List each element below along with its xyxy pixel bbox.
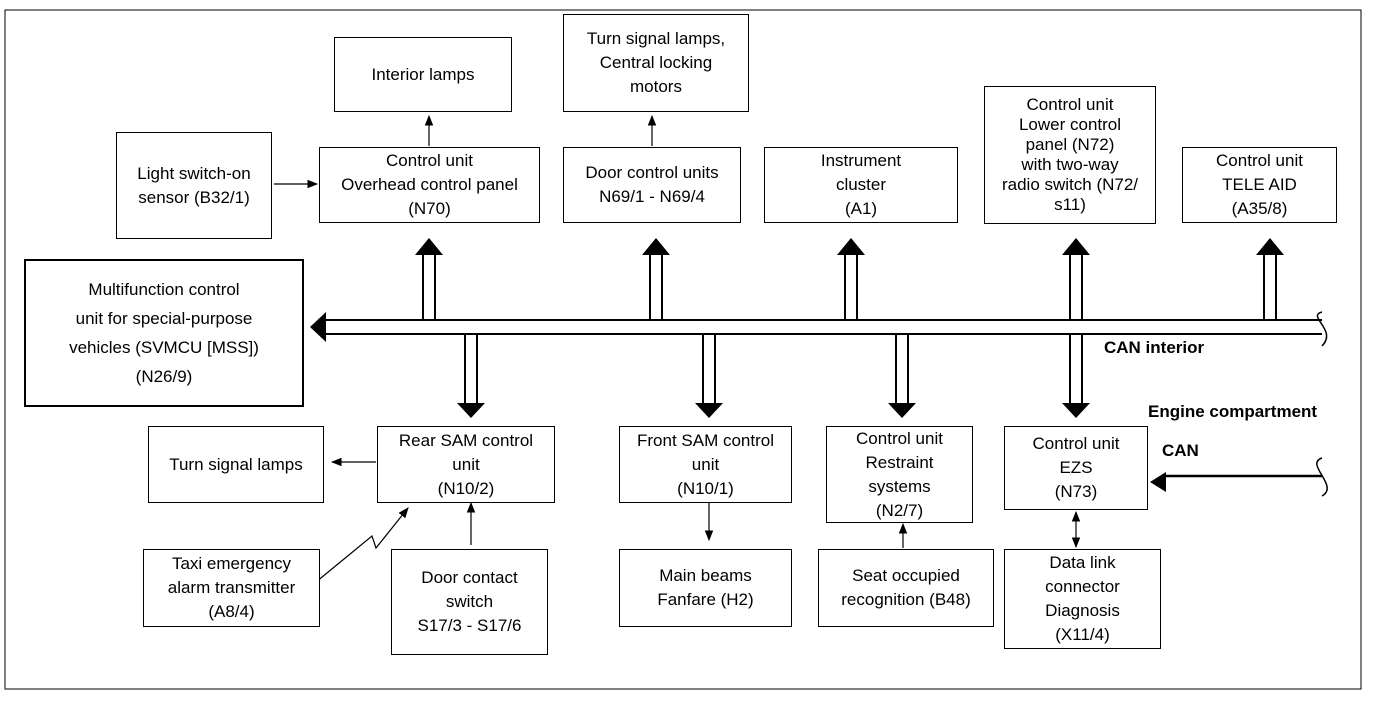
taxi-alarm-line3: (A8/4) (208, 602, 255, 621)
bus-up-connectors (422, 255, 1277, 320)
interior-lamps-box: Interior lamps (334, 37, 512, 112)
door-control-units-line2: N69/1 - N69/4 (599, 187, 705, 206)
lower-control-panel-line6: s11) (1054, 195, 1086, 214)
door-contact-switch-box: Door contact switch S17/3 - S17/6 (391, 549, 548, 655)
engine-can-arrow (1150, 472, 1166, 492)
lower-control-panel-line5: radio switch (N72/ (1001, 175, 1139, 194)
ezs-line1: Control unit (1032, 434, 1120, 453)
interior-lamps-line1: Interior lamps (371, 64, 475, 84)
instrument-cluster-line1: Instrument (820, 151, 902, 170)
instrument-cluster-box: Instrument cluster (A1) (764, 147, 958, 223)
data-link-connector-line1: Data link (1049, 553, 1116, 572)
light-switch-sensor-line2: sensor (B32/1) (138, 187, 250, 207)
seat-occupied-box: Seat occupied recognition (B48) (818, 549, 994, 627)
turn-signal-central-locking-line3: motors (630, 77, 682, 96)
can-interior-label: CAN interior (1104, 338, 1205, 357)
lower-control-panel-line1: Control unit (1026, 95, 1114, 114)
main-beams-box: Main beams Fanfare (H2) (619, 549, 792, 627)
light-switch-sensor-box: Light switch-on sensor (B32/1) (116, 132, 272, 239)
engine-can-line (1166, 457, 1328, 497)
door-contact-switch-line1: Door contact (421, 568, 518, 587)
door-control-units-box: Door control units N69/1 - N69/4 (563, 147, 741, 223)
seat-occupied-line2: recognition (B48) (841, 590, 971, 609)
main-beams-line2: Fanfare (H2) (657, 590, 754, 609)
front-sam-line2: unit (691, 454, 720, 474)
rear-sam-line1: Rear SAM control (398, 430, 534, 450)
multifunction-control-unit-line4: (N26/9) (135, 367, 193, 386)
rear-sam-box: Rear SAM control unit (N10/2) (377, 426, 555, 503)
turn-signal-central-locking-line1: Turn signal lamps, (586, 29, 726, 48)
multifunction-control-unit-box: Multifunction control unit for special-p… (24, 259, 304, 407)
multifunction-control-unit-line2: unit for special-purpose (75, 309, 253, 328)
overhead-control-panel-line1: Control unit (386, 151, 473, 170)
lower-control-panel-box: Control unit Lower control panel (N72) w… (984, 86, 1156, 224)
main-beams-line1: Main beams (659, 566, 752, 585)
bus-arrow-multifunction (310, 312, 326, 342)
rear-sam-line3: (N10/2) (437, 478, 495, 498)
ezs-line3: (N73) (1054, 482, 1098, 501)
turn-signal-lamps-line1: Turn signal lamps (169, 454, 303, 474)
can-interior-bus (326, 311, 1328, 347)
door-contact-switch-line2: switch (445, 592, 494, 611)
taxi-alarm-line1: Taxi emergency (171, 554, 292, 573)
ezs-box: Control unit EZS (N73) (1004, 426, 1148, 510)
lower-control-panel-line3: panel (N72) (1025, 135, 1115, 154)
light-switch-sensor-line1: Light switch-on (137, 163, 251, 183)
bus-down-connectors (464, 334, 1083, 403)
tele-aid-box: Control unit TELE AID (A35/8) (1182, 147, 1337, 223)
multifunction-control-unit-line3: vehicles (SVMCU [MSS]) (69, 338, 259, 357)
signal-arrows (274, 114, 1081, 583)
lower-control-panel-line4: with two-way (1021, 155, 1119, 174)
data-link-connector-line2: connector (1045, 577, 1120, 596)
overhead-control-panel-box: Control unit Overhead control panel (N70… (319, 147, 540, 223)
rear-sam-line2: unit (452, 454, 480, 474)
restraint-systems-line3: systems (868, 476, 931, 496)
door-contact-switch-line3: S17/3 - S17/6 (417, 616, 522, 635)
lower-control-panel-line2: Lower control (1018, 115, 1122, 134)
outer-frame (4, 9, 1362, 690)
overhead-control-panel-line2: Overhead control panel (341, 175, 518, 194)
data-link-connector-line3: Diagnosis (1045, 601, 1120, 620)
turn-signal-lamps-box: Turn signal lamps (148, 426, 324, 503)
tele-aid-line1: Control unit (1216, 151, 1303, 170)
instrument-cluster-line3: (A1) (844, 199, 878, 218)
taxi-alarm-box: Taxi emergency alarm transmitter (A8/4) (143, 549, 320, 627)
overhead-control-panel-line3: (N70) (408, 199, 451, 218)
engine-compartment-label: Engine compartment (1148, 402, 1318, 421)
tele-aid-line3: (A35/8) (1231, 199, 1288, 218)
turn-signal-central-locking-line2: Central locking (599, 53, 713, 72)
front-sam-line3: (N10/1) (677, 478, 734, 498)
bus-down-arrowheads (457, 403, 1090, 418)
data-link-connector-line4: (X11/4) (1055, 625, 1110, 644)
restraint-systems-line1: Control unit (856, 428, 943, 448)
tele-aid-line2: TELE AID (1222, 175, 1297, 194)
bus-up-arrowheads (415, 238, 1284, 255)
taxi-alarm-line2: alarm transmitter (167, 578, 296, 597)
door-control-units-line1: Door control units (585, 163, 719, 182)
seat-occupied-line1: Seat occupied (852, 566, 960, 585)
ezs-line2: EZS (1059, 458, 1093, 477)
restraint-systems-line4: (N2/7) (875, 500, 924, 520)
turn-signal-central-locking-box: Turn signal lamps, Central locking motor… (563, 14, 749, 112)
data-link-connector-box: Data link connector Diagnosis (X11/4) (1004, 549, 1161, 649)
front-sam-line1: Front SAM control (637, 430, 774, 450)
multifunction-control-unit-line1: Multifunction control (88, 280, 240, 299)
instrument-cluster-line2: cluster (835, 175, 887, 194)
engine-can-label: CAN (1162, 441, 1199, 460)
restraint-systems-line2: Restraint (865, 452, 934, 472)
front-sam-box: Front SAM control unit (N10/1) (619, 426, 792, 503)
restraint-systems-box: Control unit Restraint systems (N2/7) (826, 426, 973, 523)
